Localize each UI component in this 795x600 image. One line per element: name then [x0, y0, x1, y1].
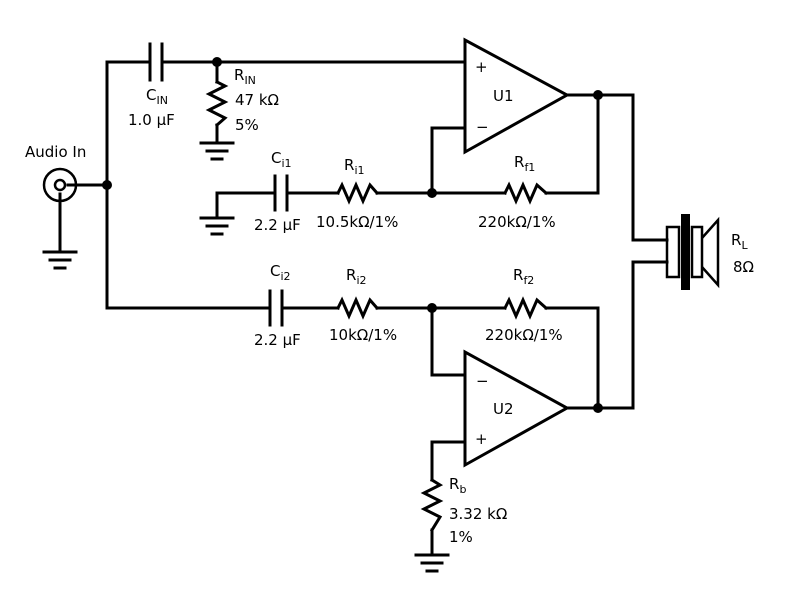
rin-tolerance: 5%	[235, 116, 259, 134]
wires	[58, 60, 669, 557]
rf2-label: Rf2	[513, 266, 534, 287]
resistor-ri1	[335, 181, 380, 205]
resistor-ri2	[335, 296, 380, 320]
audio-in-label: Audio In	[25, 143, 86, 161]
capacitor-ci2	[268, 289, 284, 327]
ground-rin	[199, 141, 235, 161]
resistor-rf2	[502, 296, 549, 320]
u1-plus-sign: +	[475, 58, 488, 76]
u2-label: U2	[493, 400, 514, 418]
ground-jack	[42, 250, 78, 270]
rb-tolerance: 1%	[449, 528, 473, 546]
speaker-icon	[665, 214, 720, 290]
ri2-label: Ri2	[346, 266, 367, 287]
u1-label: U1	[493, 87, 514, 105]
rin-value: 47 kΩ	[235, 91, 279, 109]
ground-ci1	[199, 216, 235, 236]
cin-value: 1.0 µF	[128, 111, 175, 129]
ci1-label: Ci1	[271, 149, 292, 170]
rin-label: RIN	[234, 66, 256, 87]
capacitor-ci1	[273, 174, 289, 212]
opamp-u2	[463, 349, 571, 468]
resistor-rf1	[502, 181, 549, 205]
ri1-value: 10.5kΩ/1%	[316, 213, 398, 231]
rb-label: Rb	[449, 475, 466, 496]
rf1-value: 220kΩ/1%	[478, 213, 556, 231]
rf2-value: 220kΩ/1%	[485, 326, 563, 344]
audio-in-jack	[42, 167, 78, 203]
ci2-label: Ci2	[270, 262, 291, 283]
u2-plus-sign: +	[475, 430, 488, 448]
resistor-rb	[420, 477, 444, 533]
u2-minus-sign: −	[476, 372, 489, 390]
resistor-rin	[205, 79, 229, 128]
ri1-label: Ri1	[344, 156, 365, 177]
ci2-value: 2.2 µF	[254, 331, 301, 349]
ri2-value: 10kΩ/1%	[329, 326, 397, 344]
opamp-u1	[463, 37, 571, 155]
capacitor-cin	[148, 42, 164, 82]
cin-label: CIN	[146, 86, 168, 107]
u1-minus-sign: −	[476, 118, 489, 136]
ci1-value: 2.2 µF	[254, 216, 301, 234]
rb-value: 3.32 kΩ	[449, 505, 507, 523]
rl-label: RL	[731, 231, 748, 252]
junctions	[102, 57, 603, 413]
rf1-label: Rf1	[514, 153, 535, 174]
rl-value: 8Ω	[733, 258, 754, 276]
ground-rb	[414, 553, 450, 573]
